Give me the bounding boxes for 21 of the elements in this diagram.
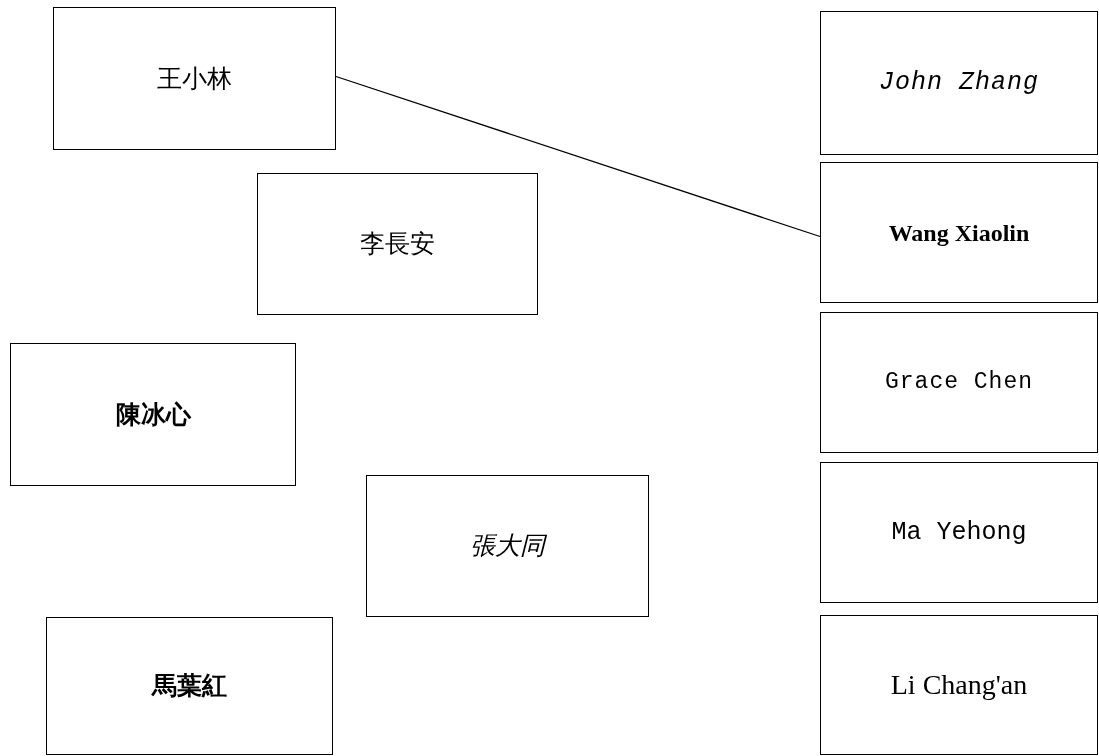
name-box <box>820 162 1098 303</box>
name-box <box>820 615 1098 755</box>
name-box <box>820 312 1098 453</box>
connector-line <box>335 75 821 238</box>
name-box <box>10 343 296 486</box>
name-box <box>46 617 333 755</box>
name-text: Wang Xiaolin <box>888 218 1030 248</box>
name-text: Li Chang'an <box>890 668 1028 702</box>
name-text: 張大同 <box>470 530 545 563</box>
name-text: 馬葉紅 <box>152 670 227 703</box>
name-text: Ma Yehong <box>891 516 1027 549</box>
name-box <box>366 475 649 617</box>
name-box <box>820 11 1098 155</box>
name-text: 李長安 <box>360 228 435 261</box>
name-box <box>257 173 538 315</box>
name-text: Grace Chen <box>885 368 1033 398</box>
name-box <box>53 7 336 150</box>
name-text: John Zhang <box>879 67 1039 100</box>
name-box <box>820 462 1098 603</box>
name-text: 王小林 <box>157 62 232 95</box>
name-text: 陳冰心 <box>115 398 191 431</box>
